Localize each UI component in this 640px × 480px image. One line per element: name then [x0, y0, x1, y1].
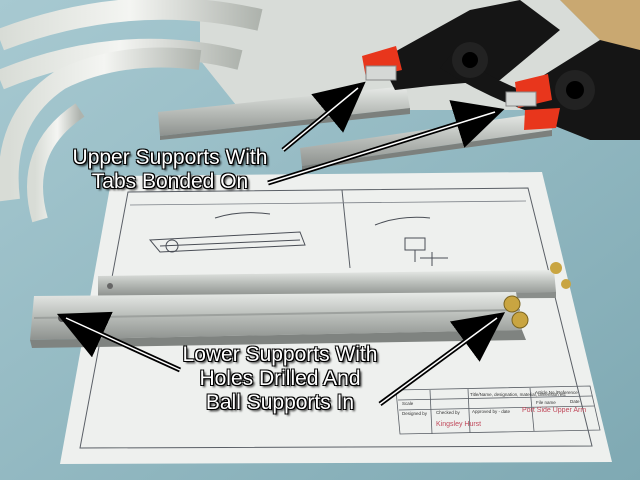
- coiled-hose: [0, 0, 263, 223]
- drawing-designed-by: Designed by: [402, 411, 428, 416]
- lower-label-line-3: Ball Supports In: [205, 391, 355, 414]
- drawing-file-name: File name: [536, 400, 556, 405]
- spring-clamp-2: [505, 40, 640, 140]
- drawing-name-text: Kingsley Hurst: [436, 421, 481, 428]
- callout-arrows: [56, 81, 506, 407]
- drawing-approved-by: Approved by - date: [472, 409, 511, 414]
- lower-label-line-2: Holes Drilled And: [199, 367, 361, 390]
- lower-support-front: [30, 292, 529, 348]
- upper-supports-label: Upper Supports With Tabs Bonded On: [50, 146, 290, 194]
- drawing-date: Date: [570, 399, 580, 404]
- upper-label-line-1: Upper Supports With: [72, 146, 268, 169]
- drawing-header-scale: Scale: [402, 401, 414, 406]
- drawing-header-article: Article No./Reference: [535, 390, 578, 395]
- drawing-part-text: Port Side Upper Arm: [522, 407, 586, 414]
- drawing-checked-by: Checked by: [436, 410, 461, 415]
- upper-label-line-2: Tabs Bonded On: [91, 170, 249, 193]
- drawing-header-title: Title/Name, designation, material, dimen…: [470, 392, 567, 397]
- drawing-border: [79, 187, 593, 449]
- title-block: [395, 385, 601, 435]
- drawing-sketch: [148, 212, 448, 266]
- lower-supports-label: Lower Supports With Holes Drilled And Ba…: [160, 343, 400, 415]
- lower-label-line-1: Lower Supports With: [182, 343, 378, 366]
